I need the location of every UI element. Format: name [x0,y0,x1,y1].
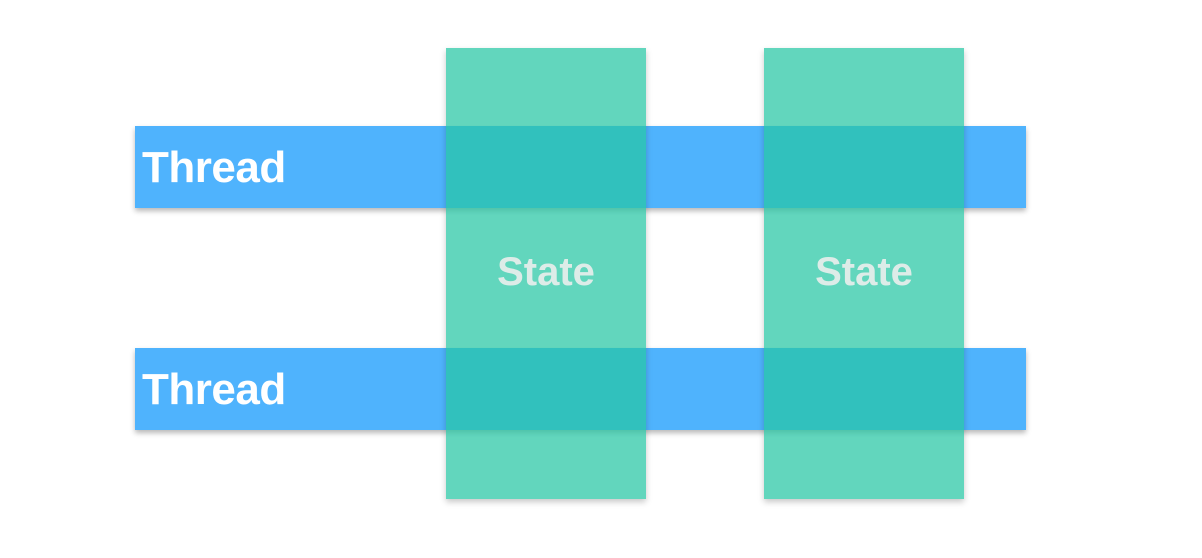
state-label-2: State [815,250,913,294]
state-label-1: State [497,250,595,294]
thread-label-2: Thread [142,365,286,414]
state-column-2: State [764,48,964,499]
thread-label-1: Thread [142,143,286,192]
state-column-1: State [446,48,646,499]
